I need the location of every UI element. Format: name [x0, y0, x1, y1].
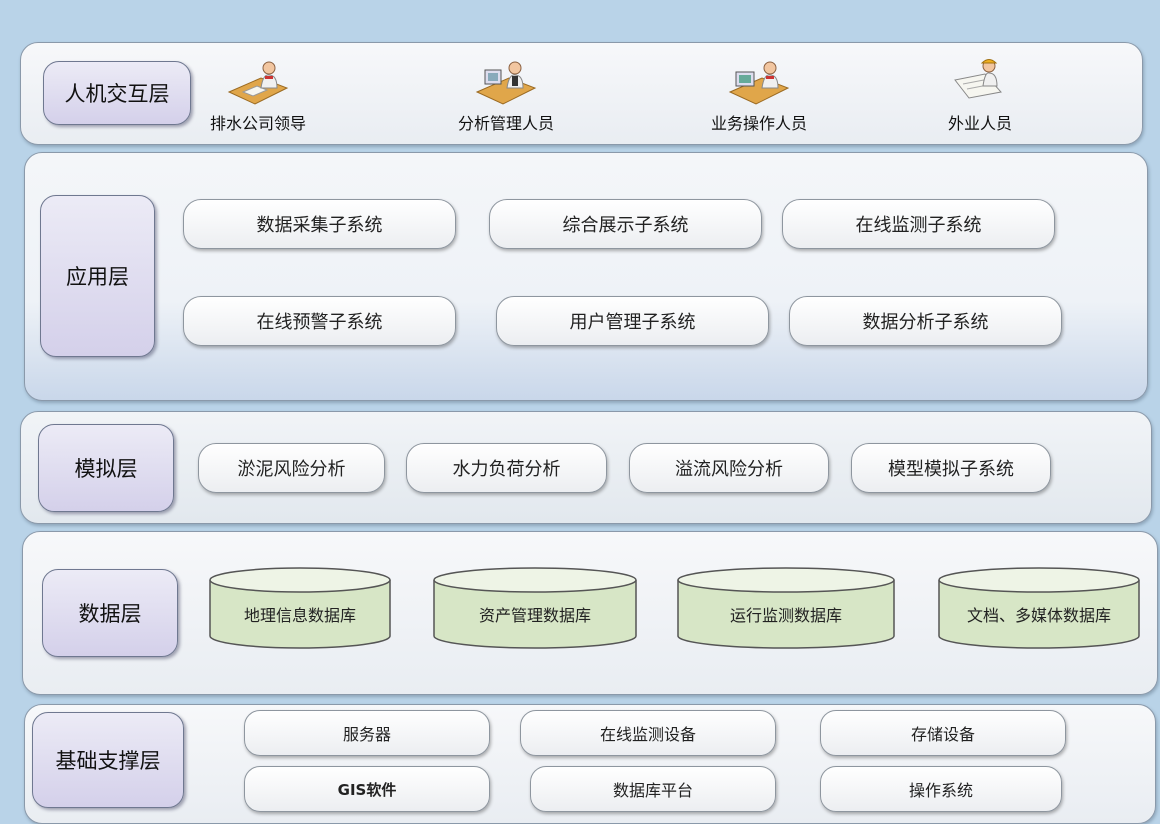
sim-module-overflow-risk: 溢流风险分析	[629, 443, 829, 493]
infra-online-monitoring-device: 在线监测设备	[520, 710, 776, 756]
app-system-data-collection: 数据采集子系统	[183, 199, 456, 249]
infra-gis-software: GIS软件	[244, 766, 490, 812]
field-worker-icon	[954, 59, 1002, 99]
infra-server: 服务器	[244, 710, 490, 756]
sim-module-hydraulic-load: 水力负荷分析	[406, 443, 607, 493]
database-operation-monitoring: 运行监测数据库	[676, 566, 896, 650]
database-label: 文档、多媒体数据库	[966, 606, 1111, 625]
simulation-layer-label: 模拟层	[38, 424, 174, 512]
interaction-layer-panel	[20, 42, 1143, 145]
sim-module-sludge-risk: 淤泥风险分析	[198, 443, 385, 493]
user-caption: 分析管理人员	[457, 114, 554, 133]
infra-database-platform: 数据库平台	[530, 766, 776, 812]
app-system-data-analysis: 数据分析子系统	[789, 296, 1062, 346]
user-caption: 排水公司领导	[209, 114, 306, 133]
app-system-comprehensive-display: 综合展示子系统	[489, 199, 762, 249]
app-system-user-management: 用户管理子系统	[496, 296, 769, 346]
user-field-worker: 外业人员	[905, 58, 1055, 134]
database-asset-management: 资产管理数据库	[432, 566, 638, 650]
database-cylinder-icon	[938, 567, 1140, 649]
sim-module-model-simulation: 模型模拟子系统	[851, 443, 1051, 493]
database-geographic: 地理信息数据库	[208, 566, 392, 650]
infra-operating-system: 操作系统	[820, 766, 1062, 812]
database-cylinder-icon	[433, 567, 637, 649]
data-layer-label: 数据层	[42, 569, 178, 657]
user-caption: 业务操作人员	[710, 114, 807, 133]
database-label: 运行监测数据库	[729, 606, 842, 625]
user-leader: 排水公司领导	[183, 58, 333, 134]
app-system-online-monitoring: 在线监测子系统	[782, 199, 1055, 249]
user-analyst: 分析管理人员	[431, 58, 581, 134]
database-label: 资产管理数据库	[478, 606, 591, 625]
user-caption: 外业人员	[947, 114, 1012, 133]
database-cylinder-icon	[209, 567, 391, 649]
app-system-online-warning: 在线预警子系统	[183, 296, 456, 346]
application-layer-panel	[24, 152, 1148, 401]
infrastructure-layer-label: 基础支撑层	[32, 712, 184, 808]
analyst-desk-icon	[475, 61, 537, 105]
database-document-multimedia: 文档、多媒体数据库	[937, 566, 1141, 650]
interaction-layer-label: 人机交互层	[43, 61, 191, 125]
user-operator: 业务操作人员	[684, 58, 834, 134]
database-cylinder-icon	[677, 567, 895, 649]
operator-desk-icon	[728, 61, 790, 105]
application-layer-label: 应用层	[40, 195, 155, 357]
leader-desk-icon	[227, 61, 289, 105]
infra-storage-device: 存储设备	[820, 710, 1066, 756]
database-label: 地理信息数据库	[243, 606, 356, 625]
